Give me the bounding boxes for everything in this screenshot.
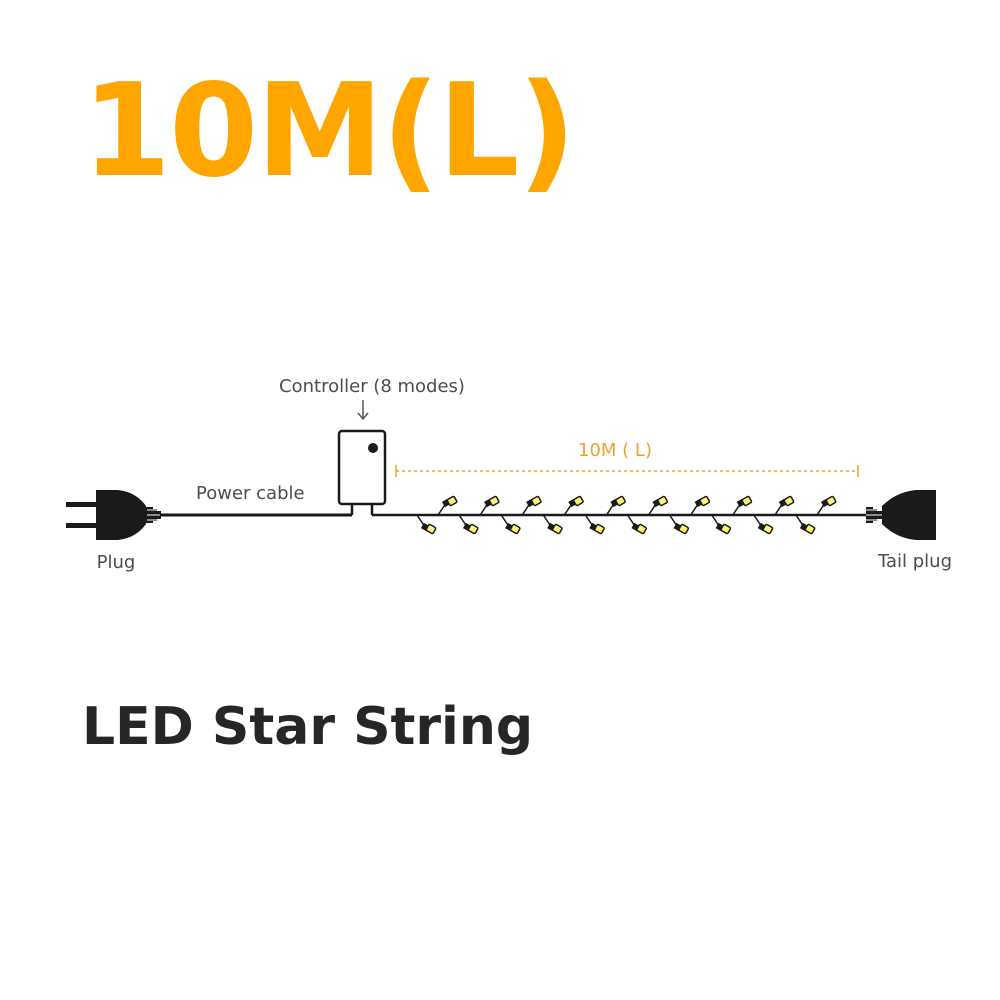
product-title: LED Star String xyxy=(82,697,534,757)
tail-plug-label: Tail plug xyxy=(877,551,952,572)
led-bulb-icon xyxy=(816,495,837,516)
controller-label: Controller (8 modes) xyxy=(279,376,465,397)
down-arrow-icon xyxy=(357,400,369,421)
led-bulb-icon xyxy=(563,495,584,516)
led-bulb-icon xyxy=(416,514,437,535)
led-bulb-icon xyxy=(690,495,711,516)
size-title: 10M(L) xyxy=(82,57,576,206)
led-bulb-icon xyxy=(479,495,500,516)
led-bulb-icon xyxy=(774,495,795,516)
led-bulb-icon xyxy=(437,495,458,516)
led-bulb-icon xyxy=(669,514,690,535)
length-label: 10M ( L) xyxy=(578,440,652,461)
led-bulb-icon xyxy=(753,514,774,535)
led-bulb-icon xyxy=(542,514,563,535)
led-bulb-icon xyxy=(500,514,521,535)
led-bulb-icon xyxy=(795,514,816,535)
controller-box xyxy=(337,429,400,517)
led-bulb-icon xyxy=(458,514,479,535)
led-bulb-icon xyxy=(626,514,647,535)
plug-icon xyxy=(66,490,161,540)
length-dimension-line xyxy=(395,465,859,477)
mode-button-icon xyxy=(368,443,378,453)
led-bulb-icon xyxy=(521,495,542,516)
led-bulbs xyxy=(416,495,837,535)
led-bulb-icon xyxy=(605,495,626,516)
led-bulb-icon xyxy=(732,495,753,516)
led-bulb-icon xyxy=(647,495,668,516)
tail-plug-icon xyxy=(866,490,936,540)
led-bulb-icon xyxy=(584,514,605,535)
plug-label: Plug xyxy=(97,552,136,573)
power-cable-label: Power cable xyxy=(196,483,305,504)
led-bulb-icon xyxy=(711,514,732,535)
